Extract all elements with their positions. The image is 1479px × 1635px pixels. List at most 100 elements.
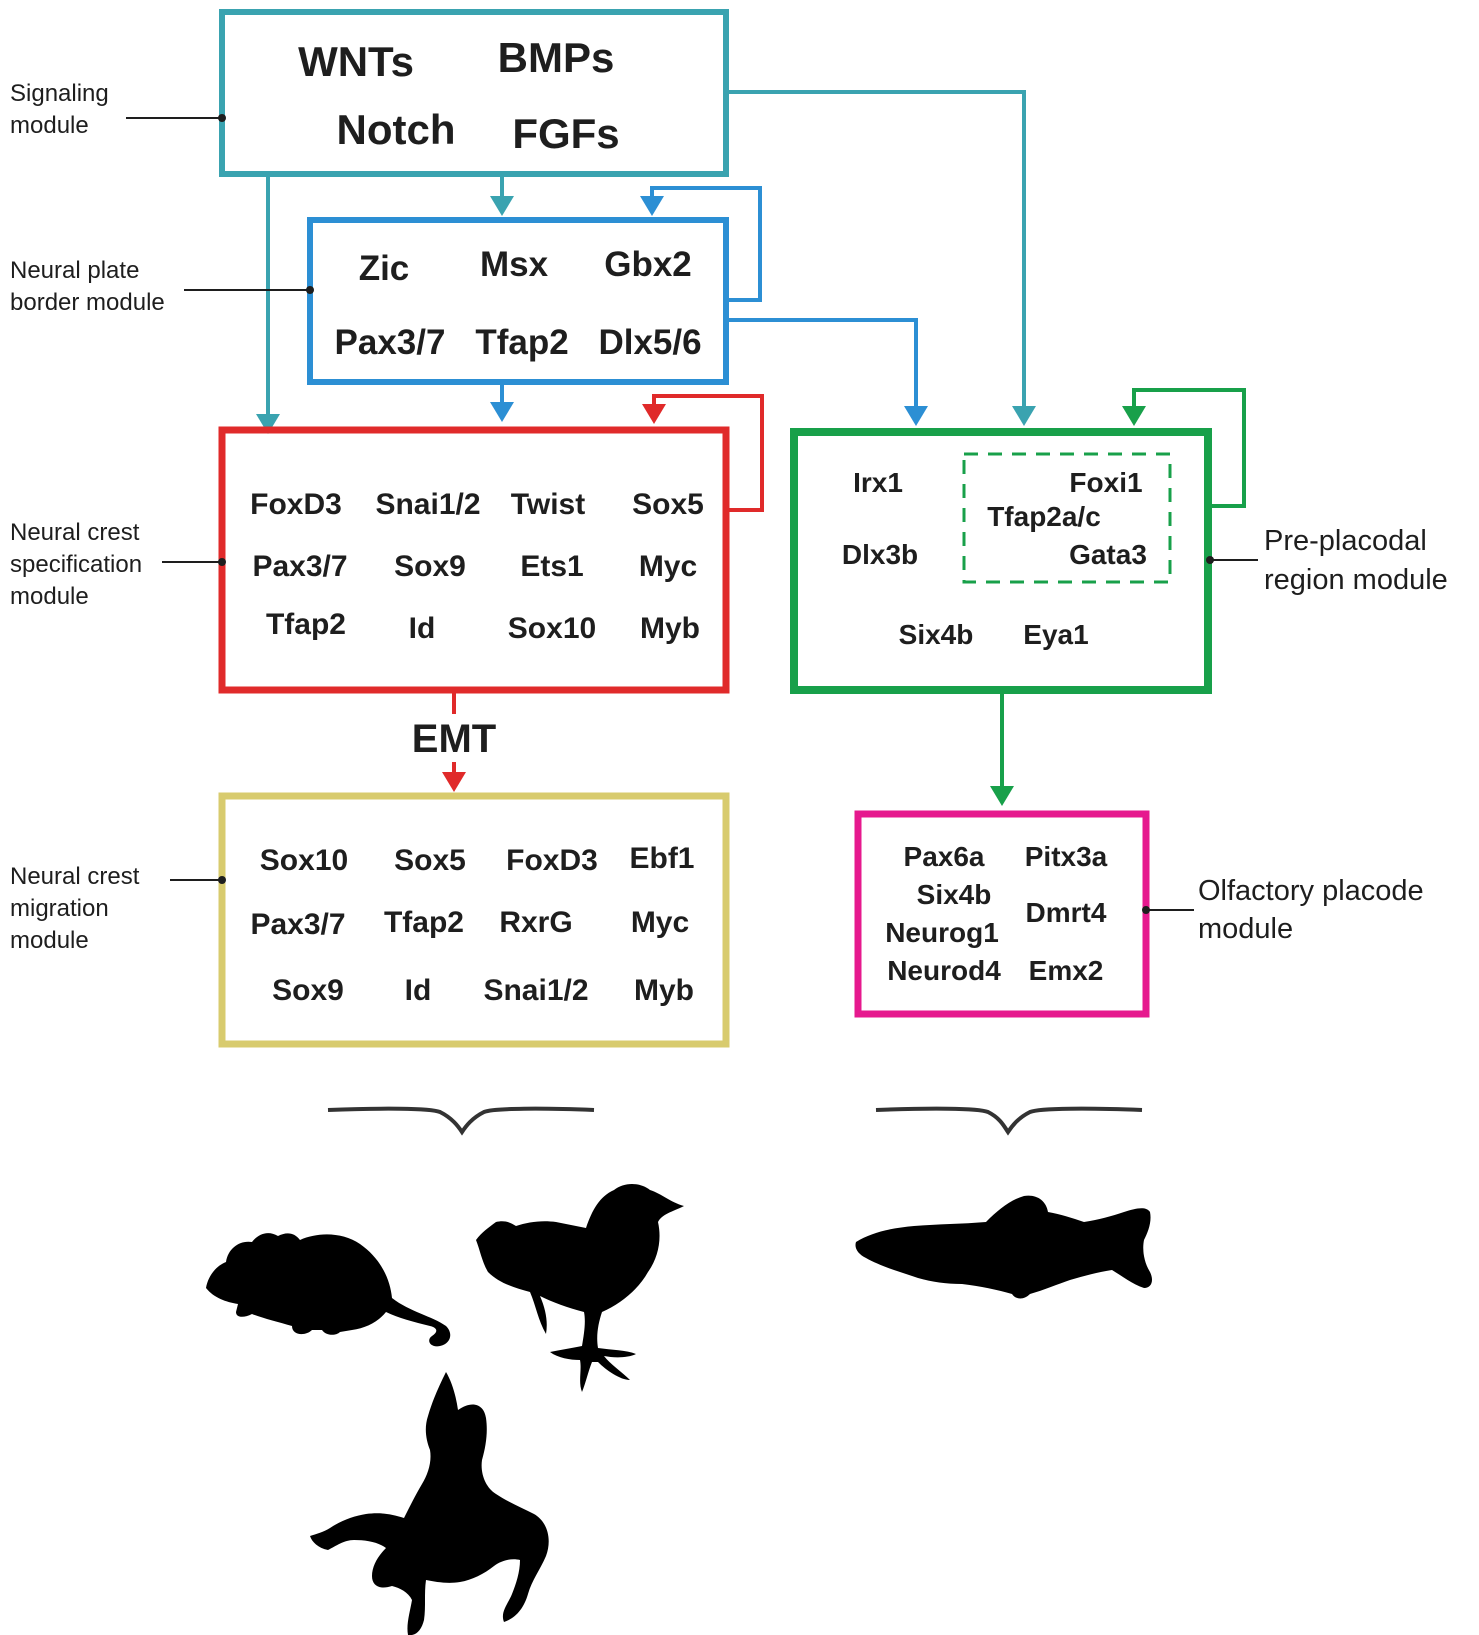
module-label-line: border module <box>10 289 165 316</box>
connectors <box>256 90 1246 806</box>
gene-label: Six4b <box>899 619 974 650</box>
gene-label: BMPs <box>498 34 615 81</box>
chick-silhouette <box>476 1184 684 1392</box>
nc-migration-module-label: Neural crest migration module <box>10 863 226 954</box>
olfactory-placode-module-label: Olfactory placode module <box>1142 875 1424 945</box>
gene-label: Eya1 <box>1023 619 1088 650</box>
edge-npb-self-loop <box>650 186 762 302</box>
pre-placodal-subgroup-box <box>962 452 1172 584</box>
label-leader-dot <box>218 876 226 884</box>
signaling-module-box <box>219 9 729 177</box>
gene-label: Dlx5/6 <box>598 323 701 362</box>
gene-label: Pax3/7 <box>250 908 345 941</box>
gene-label: Sox10 <box>260 844 348 877</box>
gene-label: RxrG <box>499 906 572 939</box>
gene-label: Sox9 <box>272 974 344 1007</box>
module-label-line: module <box>10 583 89 610</box>
nc-specification-module-label: Neural crest specification module <box>10 519 226 610</box>
edge-nc-spec-self-loop <box>652 394 764 512</box>
gene-label: Snai1/2 <box>375 488 480 521</box>
module-label-line: migration <box>10 895 109 922</box>
gene-label: Ets1 <box>520 550 583 583</box>
gene-label: FoxD3 <box>506 844 598 877</box>
signaling-genes: WNTs BMPs Notch FGFs <box>298 34 620 157</box>
npb-genes: Zic Msx Gbx2 Pax3/7 Tfap2 Dlx5/6 <box>335 245 702 362</box>
nc-migration-module-box <box>218 792 730 1048</box>
mouse-silhouette <box>206 1233 451 1347</box>
gene-label: Pax6a <box>904 841 985 872</box>
gene-label: Dlx3b <box>842 539 918 570</box>
arrowhead <box>1012 406 1036 426</box>
module-label-line: module <box>1198 913 1293 945</box>
gene-label: Ebf1 <box>629 842 694 875</box>
gene-label: Six4b <box>917 879 992 910</box>
arrowhead <box>256 414 280 434</box>
edge-signaling-to-ppr <box>728 90 1026 410</box>
gene-label: Gbx2 <box>604 245 692 284</box>
gene-label: Snai1/2 <box>483 974 588 1007</box>
gene-label: Emx2 <box>1029 955 1104 986</box>
gene-label: Sox10 <box>508 612 596 645</box>
module-label-line: module <box>10 927 89 954</box>
gene-label: Tfap2 <box>384 906 464 939</box>
gene-label: FoxD3 <box>250 488 342 521</box>
emt-label: EMT <box>412 717 496 761</box>
gene-label: FGFs <box>512 110 619 157</box>
gene-label: Tfap2a/c <box>987 501 1101 532</box>
gene-label: Sox5 <box>632 488 704 521</box>
gene-label: Msx <box>480 245 549 284</box>
module-label-line: module <box>10 112 89 139</box>
arrowhead <box>1122 406 1146 426</box>
gene-label: Dmrt4 <box>1026 897 1107 928</box>
right-brace <box>875 1106 1143 1136</box>
frog-silhouette <box>310 1372 549 1635</box>
gene-label: Myb <box>634 974 694 1007</box>
gene-label: Pax3/7 <box>252 550 347 583</box>
gene-label: Foxi1 <box>1069 467 1142 498</box>
module-label-line: region module <box>1264 564 1448 596</box>
left-brace <box>327 1106 595 1136</box>
gene-label: Irx1 <box>853 467 903 498</box>
module-label-line: Olfactory placode <box>1198 875 1424 907</box>
gene-label: Twist <box>511 488 585 521</box>
gene-label: Neurod4 <box>887 955 1001 986</box>
gene-label: Myb <box>640 612 700 645</box>
gene-label: Sox5 <box>394 844 466 877</box>
gene-label: Myc <box>631 906 689 939</box>
module-label-line: Neural crest <box>10 863 140 890</box>
gene-label: Pitx3a <box>1025 841 1108 872</box>
pre-placodal-module-label: Pre-placodal region module <box>1206 525 1448 596</box>
label-leader-dot <box>218 558 226 566</box>
label-leader-dot <box>218 114 226 122</box>
gene-label: Sox9 <box>394 550 466 583</box>
module-label-line: Neural crest <box>10 519 140 546</box>
gene-label: Gata3 <box>1069 539 1147 570</box>
module-label-line: Pre-placodal <box>1264 525 1427 557</box>
zebrafish-silhouette <box>855 1195 1152 1299</box>
module-label-line: Neural plate <box>10 257 139 284</box>
label-leader-dot <box>1142 906 1150 914</box>
gene-label: Notch <box>337 106 456 153</box>
gene-label: Tfap2 <box>266 608 346 641</box>
npb-module-label: Neural plate border module <box>10 257 314 316</box>
gene-label: Id <box>405 974 432 1007</box>
neural-plate-border-module-box <box>307 217 729 385</box>
pre-placodal-genes: Irx1 Foxi1 Tfap2a/c Dlx3b Gata3 Six4b Ey… <box>842 467 1147 650</box>
arrowhead <box>490 402 514 422</box>
label-leader-dot <box>1206 556 1214 564</box>
label-leader-dot <box>306 286 314 294</box>
gene-label: Neurog1 <box>885 917 999 948</box>
arrowhead <box>640 196 664 216</box>
arrowhead <box>904 406 928 426</box>
olfactory-placode-genes: Pax6a Pitx3a Six4b Dmrt4 Neurog1 Neurod4… <box>885 841 1107 986</box>
edge-npb-to-ppr <box>727 318 918 410</box>
nc-specification-genes: FoxD3 Snai1/2 Twist Sox5 Pax3/7 Sox9 Ets… <box>250 488 704 645</box>
nc-migration-genes: Sox10 Sox5 FoxD3 Ebf1 Pax3/7 Tfap2 RxrG … <box>250 842 694 1007</box>
gene-label: Myc <box>639 550 697 583</box>
arrowhead <box>490 196 514 216</box>
arrowhead <box>642 404 666 424</box>
edge-ppr-self-loop <box>1132 388 1246 508</box>
arrowhead <box>442 772 466 792</box>
arrowhead <box>990 786 1014 806</box>
